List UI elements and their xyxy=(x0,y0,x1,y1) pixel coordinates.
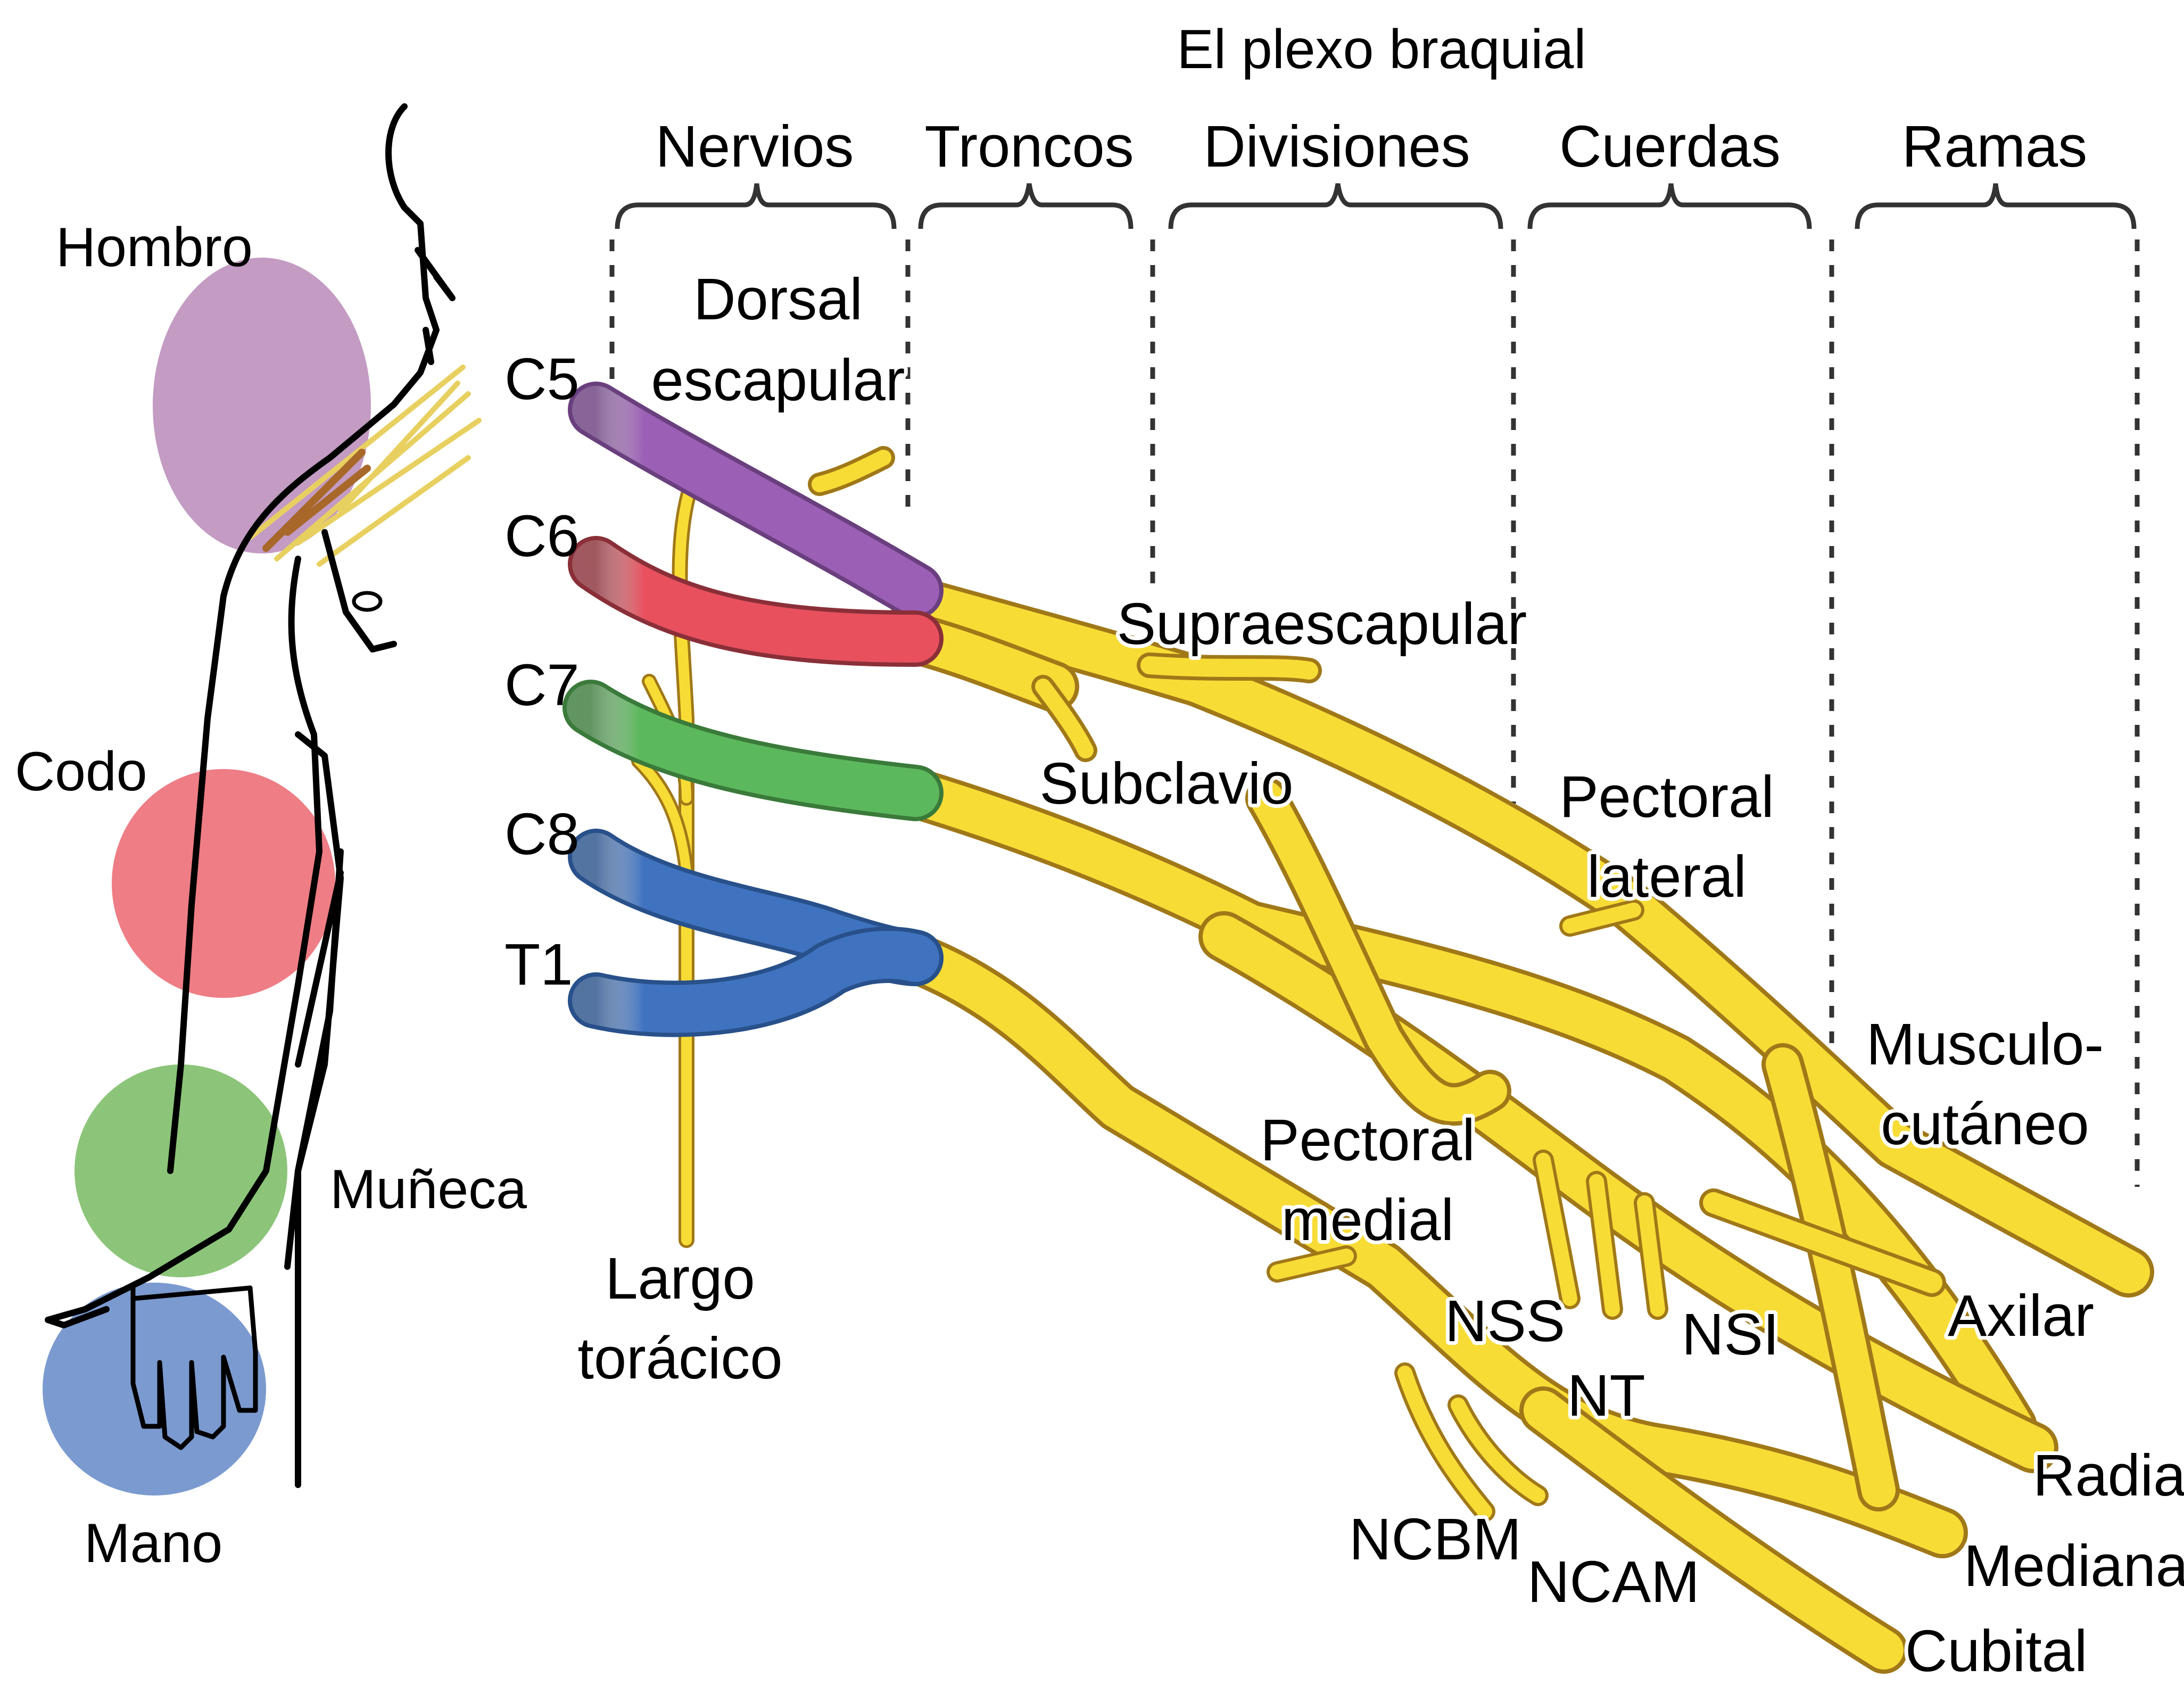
nerve-subclavio xyxy=(1031,675,1097,762)
label-cubital: Cubital xyxy=(1905,1618,2087,1684)
label-ncbm: NCBM xyxy=(1349,1507,1521,1572)
section-header-nervios: Nervios xyxy=(656,114,854,179)
label-subclavio: Subclavio xyxy=(1040,751,1294,816)
nerve-middle-trunk xyxy=(890,767,2037,1452)
region-label-codo: Codo xyxy=(15,741,147,803)
section-header-troncos: Troncos xyxy=(924,114,1134,179)
region-label-mano: Mano xyxy=(84,1513,222,1574)
root-c5 xyxy=(568,382,944,619)
label-pectoral-lateral-2: lateral xyxy=(1587,844,1747,910)
root-label-c8: C8 xyxy=(504,802,580,867)
label-dorsal-escapular-2: escapular xyxy=(651,348,905,413)
nerve-pectoral-lateral xyxy=(1559,899,1644,937)
spinal-roots xyxy=(562,382,944,1037)
region-circle-codo xyxy=(112,769,335,998)
body-outline-arm-inner xyxy=(45,556,322,1328)
nerve-nss xyxy=(1533,1150,1581,1309)
label-mediana: Mediana xyxy=(1964,1533,2184,1599)
nerve-nsi xyxy=(1634,1192,1668,1320)
label-nt: NT xyxy=(1567,1363,1645,1428)
nerve-supraescapular xyxy=(1137,652,1322,683)
label-pectoral-lateral-1: Pectoral xyxy=(1559,764,1774,830)
nerve-labels: Dorsal escapular Supraescapular Subclavi… xyxy=(574,263,2184,1688)
region-circle-hombro xyxy=(153,258,371,553)
brace-nervios xyxy=(615,183,897,229)
root-label-c5: C5 xyxy=(504,346,580,412)
label-largo-toracico-1: Largo xyxy=(605,1246,755,1311)
section-header-ramas: Ramas xyxy=(1902,114,2087,179)
section-dividers xyxy=(609,239,2140,1187)
label-supraescapular: Supraescapular xyxy=(1117,591,1527,657)
label-dorsal-escapular-1: Dorsal xyxy=(693,267,863,332)
label-pectoral-medial-2: medial xyxy=(1281,1187,1454,1253)
label-axilar: Axilar xyxy=(1948,1283,2094,1349)
nerve-dorsal-escapular xyxy=(808,446,895,496)
section-header-cuerdas: Cuerdas xyxy=(1559,114,1781,179)
region-circle-mano xyxy=(43,1283,266,1496)
region-label-hombro: Hombro xyxy=(56,217,253,278)
nerve-upper-trunk xyxy=(890,576,2154,1298)
label-musculocutaneo-1: Musculo- xyxy=(1866,1012,2104,1077)
brace-cuerdas xyxy=(1527,183,1812,229)
hand-fingers xyxy=(130,1285,258,1450)
region-label-muneca: Muñeca xyxy=(330,1159,527,1220)
root-t1 xyxy=(568,927,944,1037)
section-header-divisiones: Divisiones xyxy=(1203,114,1470,179)
root-label-c6: C6 xyxy=(504,503,580,569)
body-figure xyxy=(43,103,482,1496)
brace-troncos xyxy=(918,183,1134,229)
nerve-axilar xyxy=(1699,1188,1946,1297)
shoulder-plexus-sketch xyxy=(247,365,482,567)
root-c6 xyxy=(568,536,944,667)
root-label-t1: T1 xyxy=(504,932,573,997)
label-musculocutaneo-2: cutáneo xyxy=(1881,1092,2089,1157)
label-nsi: NSI xyxy=(1682,1302,1779,1367)
section-braces xyxy=(615,183,2137,229)
nerve-lower-trunk xyxy=(890,932,1968,1558)
nerve-pectoral-medial xyxy=(1267,1245,1357,1283)
body-outline-neck xyxy=(167,103,440,1174)
root-label-c7: C7 xyxy=(504,652,580,718)
nerve-ncbm xyxy=(1394,1362,1495,1522)
brace-divisiones xyxy=(1168,183,1503,229)
nerve-ncam xyxy=(1447,1394,1549,1506)
chest-nipple xyxy=(352,591,383,612)
label-pectoral-medial-1: Pectoral xyxy=(1260,1108,1475,1173)
nerve-nt xyxy=(1586,1171,1623,1320)
brace-ramas xyxy=(1855,183,2137,229)
label-radial: Radial xyxy=(2033,1443,2184,1508)
root-c7 xyxy=(562,680,944,821)
nerve-cubital xyxy=(1519,1386,1908,1674)
label-nss: NSS xyxy=(1445,1288,1565,1354)
diagram-title: El plexo braquial xyxy=(1177,19,1586,80)
label-ncam: NCAM xyxy=(1527,1549,1700,1615)
label-largo-toracico-2: torácico xyxy=(577,1326,782,1391)
